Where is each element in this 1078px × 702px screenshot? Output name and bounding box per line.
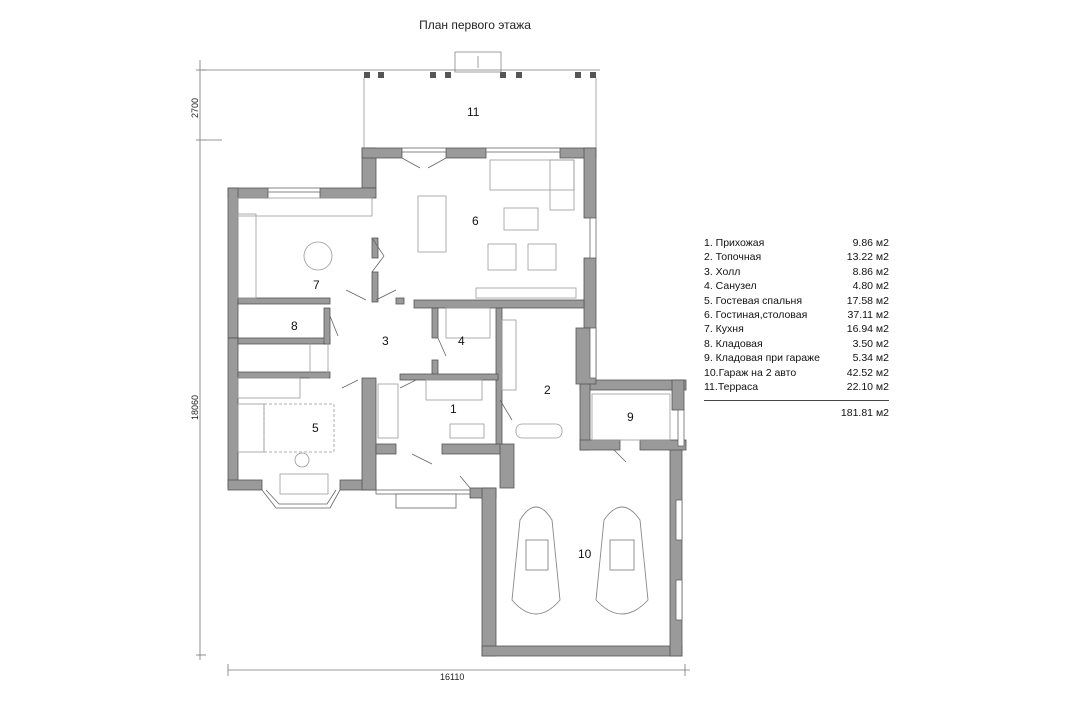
legend-room-name: 9. Кладовая при гараже (704, 352, 820, 365)
legend-room-area: 16.94 м2 (846, 323, 889, 336)
furniture (237, 159, 671, 495)
legend-row: 3. Холл 8.86 м2 (704, 265, 889, 279)
terrace-steps (454, 51, 502, 73)
bay-window (261, 489, 341, 509)
plan-title: План первого этажа (419, 18, 531, 32)
legend-room-name: 5. Гостевая спальня (704, 294, 803, 307)
dim-height: 18060 (190, 395, 200, 420)
legend-room-name: 11.Терраса (704, 380, 759, 393)
room-number: 1 (450, 402, 457, 416)
legend-room-name: 10.Гараж на 2 авто (704, 366, 797, 379)
legend-room-area: 17.58 м2 (846, 294, 889, 307)
room-number: 7 (313, 278, 320, 292)
terrace-posts (364, 72, 596, 78)
legend-row: 10.Гараж на 2 авто 42.52 м2 (704, 366, 889, 380)
legend-room-area: 3.50 м2 (852, 337, 889, 350)
legend-room-name: 1. Прихожая (704, 237, 765, 249)
legend-room-name: 6. Гостиная,столовая (704, 308, 808, 321)
door-swings (329, 157, 627, 489)
room-number: 6 (472, 214, 479, 228)
legend-room-area: 5.34 м2 (852, 352, 889, 365)
room-number: 3 (382, 334, 389, 348)
legend-row: 7. Кухня 16.94 м2 (704, 322, 889, 336)
room-number: 10 (578, 547, 592, 561)
legend-room-name: 2. Топочная (704, 251, 762, 264)
legend-row: 11.Терраса 22.10 м2 (704, 380, 889, 394)
room-numbers: 1 2 3 4 5 6 7 8 9 10 11 (291, 105, 634, 561)
legend-row: 6. Гостиная,столовая 37.11 м2 (704, 308, 889, 322)
legend-row: 5. Гостевая спальня 17.58 м2 (704, 294, 889, 308)
legend-row: 8. Кладовая 3.50 м2 (704, 337, 889, 351)
legend-room-area: 8.86 м2 (852, 265, 889, 278)
legend-room-area: 13.22 м2 (846, 251, 889, 264)
walls (227, 147, 687, 657)
cars (511, 506, 649, 615)
legend-room-name: 8. Кладовая (704, 337, 763, 350)
dimension-lines (196, 60, 690, 676)
legend-room-area: 37.11 м2 (847, 308, 889, 321)
legend-room-area: 22.10 м2 (846, 380, 889, 393)
legend-divider (704, 400, 889, 402)
legend-total: 181.81 м2 (840, 407, 889, 420)
legend-room-area: 42.52 м2 (846, 366, 889, 379)
legend-room-area: 9.86 м2 (852, 237, 889, 249)
legend-room-area: 4.80 м2 (852, 280, 889, 293)
dim-terrace-depth: 2700 (190, 98, 200, 118)
room-number: 4 (458, 334, 465, 348)
legend-row: 1. Прихожая 9.86 м2 (704, 236, 889, 250)
dim-width: 16110 (440, 672, 464, 682)
room-number: 9 (627, 410, 634, 424)
dimension-labels: 2700 18060 16110 (190, 98, 464, 682)
legend-room-name: 3. Холл (704, 265, 741, 278)
windows (267, 147, 685, 621)
room-number: 2 (544, 383, 551, 397)
legend-row: 2. Топочная 13.22 м2 (704, 250, 889, 264)
legend-row: 9. Кладовая при гараже 5.34 м2 (704, 351, 889, 365)
room-number: 5 (312, 421, 319, 435)
legend-room-name: 4. Санузел (704, 280, 757, 293)
room-number: 8 (291, 319, 298, 333)
legend-row: 4. Санузел 4.80 м2 (704, 279, 889, 293)
legend-room-name: 7. Кухня (704, 323, 744, 336)
room-number: 11 (467, 105, 480, 119)
